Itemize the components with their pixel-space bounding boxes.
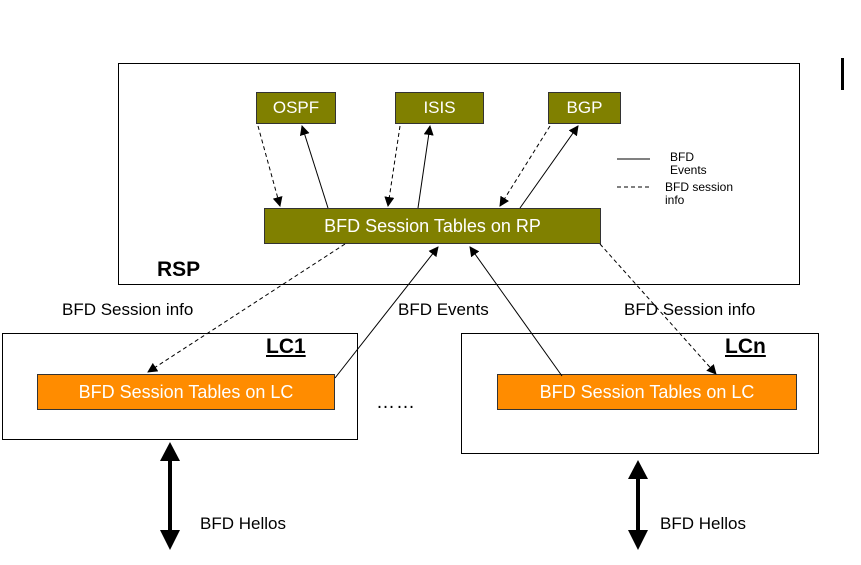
events-label: BFD Events [398,300,489,319]
isis-info-arrow [384,125,401,207]
ospf-event-arrow [299,125,329,209]
lcn-to-rp-event-arrow [469,246,563,377]
isis-event-arrow [417,125,434,209]
rsp-label: RSP [157,258,201,281]
edge-bracket [841,58,844,90]
rp-session-table: BFD Session Tables on RP [264,208,601,244]
legend-info-label: BFD session info [665,180,734,207]
ospf-box: OSPF [256,92,336,124]
rp-to-lcn-info-arrow [599,243,717,375]
lcn-hellos-label: BFD Hellos [660,514,746,533]
lc1-session-table: BFD Session Tables on LC [37,374,335,410]
isis-box: ISIS [395,92,484,124]
left-session-info-label: BFD Session info [62,300,194,319]
bgp-box: BGP [548,92,621,124]
ospf-info-arrow [257,125,283,207]
right-session-info-label: BFD Session info [624,300,756,319]
legend-events-label: BFD Events [670,150,707,177]
lcn-session-table: BFD Session Tables on LC [497,374,797,410]
lc1-hellos-label: BFD Hellos [200,514,286,533]
lcn-label: LCn [725,335,766,358]
rp-to-lc1-info-arrow [147,243,346,373]
bgp-info-arrow [499,125,551,207]
ellipsis: …… [376,392,416,413]
lc1-to-rp-event-arrow [334,246,439,379]
bgp-event-arrow [519,125,579,209]
lc1-label: LC1 [266,335,306,358]
